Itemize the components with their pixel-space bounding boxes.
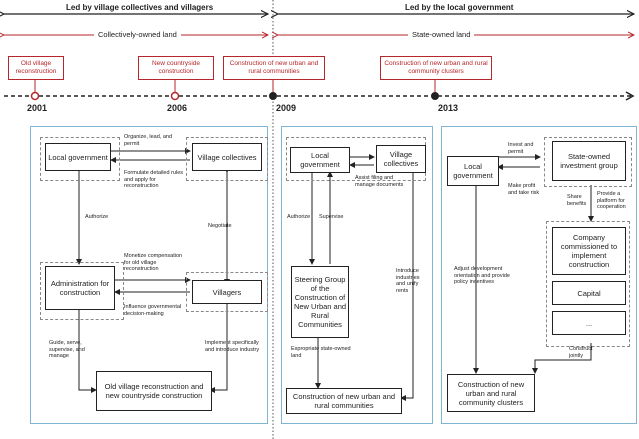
p2-outcome: Construction of new urban and rural comm…: [286, 388, 402, 414]
p1-local-government: Local government: [45, 143, 111, 171]
dot-2013: [431, 92, 439, 100]
connector-label: Make profit and take risk: [508, 183, 540, 196]
panel-2013: [441, 126, 637, 424]
connector-label: Supervise: [319, 214, 344, 220]
connector-label: Invest and permit: [508, 142, 534, 155]
connector-label: Authorize: [287, 214, 311, 220]
state-land-label: State-owned land: [408, 30, 475, 39]
p2-local-government: Local government: [290, 147, 350, 173]
connector-label: Expropriate state-owned land: [291, 346, 351, 359]
left-era-title: Led by village collectives and villagers: [66, 3, 214, 12]
tag-community-clusters: Construction of new urban and rural comm…: [380, 56, 492, 80]
right-era-title: Led by the local government: [405, 3, 514, 12]
p2-steering-group: Steering Group of the Construction of Ne…: [291, 266, 349, 338]
p1-village-collectives: Village collectives: [192, 143, 262, 171]
dot-2006: [170, 91, 180, 101]
p3-company: Company commissioned to implement constr…: [552, 227, 626, 275]
p3-outcome: Construction of new urban and rural comm…: [447, 374, 535, 412]
connector-label: Organize, lead, and permit: [124, 134, 173, 147]
year-2013: 2013: [438, 103, 459, 113]
tag-new-countryside-construction: New countryside construction: [138, 56, 214, 80]
p3-ellipsis: ...: [552, 311, 626, 335]
connector-label: Construct jointly: [569, 346, 593, 359]
tag-new-urban-rural-communities: Construction of new urban and rural comm…: [223, 56, 325, 80]
connector-label: Guide, serve, supervise, and manage: [49, 340, 85, 359]
p3-local-government: Local government: [447, 156, 499, 186]
year-2006: 2006: [167, 103, 188, 113]
dot-2001: [30, 91, 40, 101]
connector-label: Adjust development orientation and provi…: [454, 266, 510, 285]
p3-capital: Capital: [552, 281, 626, 305]
connector-label: Share benefits: [567, 194, 587, 207]
tag-old-village-reconstruction: Old village reconstruction: [8, 56, 64, 80]
p1-administration-for-construction: Administration for construction: [45, 266, 115, 310]
connector-label: Provide a platform for cooperation: [597, 191, 626, 210]
connector-label: Implement specifically and introduce ind…: [205, 340, 260, 353]
dot-2009: [269, 92, 277, 100]
connector-label: Influence governmental decision-making: [124, 304, 182, 317]
p3-investment-group: State-owned investment group: [552, 141, 626, 181]
connector-label: Formulate detailed rules and apply for r…: [124, 170, 184, 189]
p2-village-collectives: Village collectives: [376, 145, 426, 173]
panel-2009: [281, 126, 433, 424]
connector-label: Negotiate: [208, 223, 232, 229]
year-2001: 2001: [27, 103, 48, 113]
p1-villagers: Villagers: [192, 280, 262, 304]
connector-label: Authorize: [85, 214, 109, 220]
p1-outcome: Old village reconstruction and new count…: [96, 371, 212, 411]
collective-land-label: Collectively-owned land: [94, 30, 181, 39]
connector-label: Assist filing and manage documents: [355, 175, 404, 188]
connector-label: Monetize compensation for old village re…: [124, 253, 183, 272]
connector-label: Introduce industries and unify rents: [396, 268, 420, 294]
year-2009: 2009: [276, 103, 297, 113]
